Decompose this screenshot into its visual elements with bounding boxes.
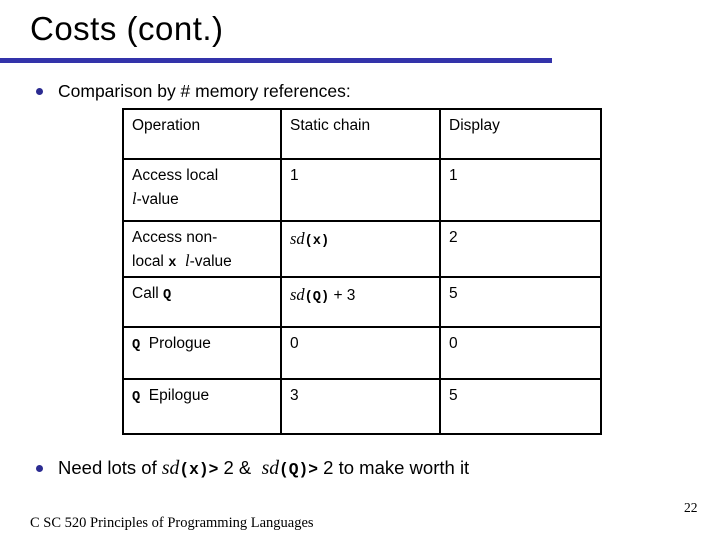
- cell-display: 5: [439, 276, 602, 329]
- col-header-static-chain: Static chain: [280, 108, 441, 160]
- bullet-dot-icon: [36, 88, 43, 95]
- title-underline-rule: [0, 58, 552, 63]
- cell-static-chain: sd(x): [280, 219, 441, 279]
- cell-operation: Q Epilogue: [122, 378, 282, 436]
- cell-operation: Access local l-value: [122, 158, 282, 222]
- table-row: Q Prologue 0 0: [122, 326, 602, 381]
- bullet-comparison-text: Comparison by # memory references:: [58, 81, 351, 101]
- bullet-dot-icon: [36, 465, 43, 472]
- table-row: Access non- local x l-value sd(x) 2: [122, 219, 602, 279]
- bullet-conclusion: Need lots of sd(x)> 2 & sd(Q)> 2 to make…: [36, 457, 469, 480]
- table-row: Call Q sd(Q) + 3 5: [122, 276, 602, 329]
- cell-static-chain: 0: [280, 326, 441, 381]
- page-number: 22: [684, 500, 698, 515]
- col-header-operation: Operation: [122, 108, 282, 160]
- bullet-comparison: Comparison by # memory references:: [36, 81, 351, 102]
- cell-display: 5: [439, 378, 602, 436]
- cell-display: 0: [439, 326, 602, 381]
- footer-course-label: C SC 520 Principles of Programming Langu…: [30, 515, 314, 531]
- cell-static-chain: 3: [280, 378, 441, 436]
- cell-static-chain: 1: [280, 158, 441, 222]
- bullet-conclusion-text: Need lots of sd(x)> 2 & sd(Q)> 2 to make…: [58, 457, 470, 479]
- table-row: Q Epilogue 3 5: [122, 378, 602, 436]
- col-header-display: Display: [439, 108, 602, 160]
- cell-operation: Q Prologue: [122, 326, 282, 381]
- cell-display: 1: [439, 158, 602, 222]
- cell-operation: Call Q: [122, 276, 282, 329]
- page-title: Costs (cont.): [30, 10, 224, 47]
- cell-operation: Access non- local x l-value: [122, 219, 282, 279]
- table-header-row: Operation Static chain Display: [122, 108, 602, 160]
- cell-display: 2: [439, 219, 602, 279]
- table-row: Access local l-value 1 1: [122, 158, 602, 222]
- memory-reference-cost-table: Operation Static chain Display Access lo…: [122, 108, 602, 436]
- cell-static-chain: sd(Q) + 3: [280, 276, 441, 329]
